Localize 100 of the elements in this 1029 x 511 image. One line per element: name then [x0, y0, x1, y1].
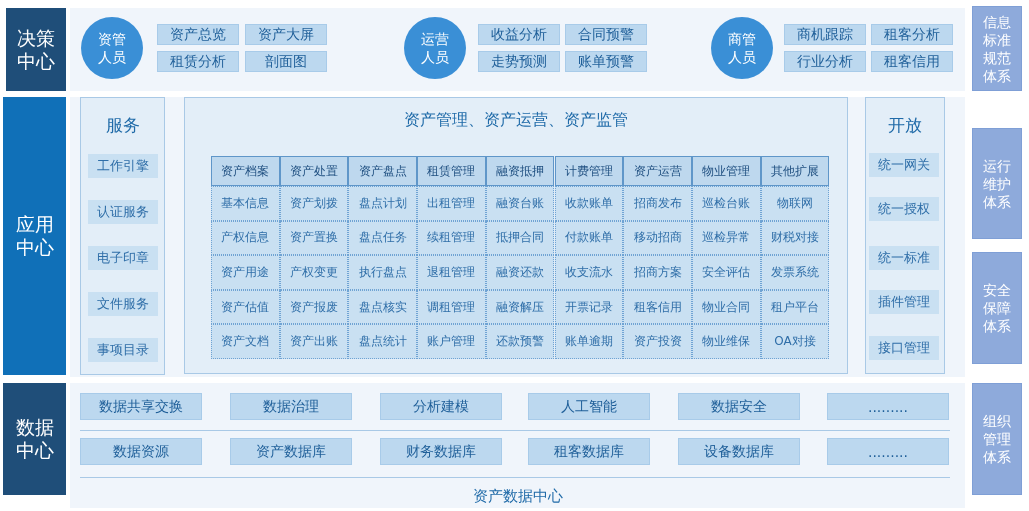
module-item: 融资台账	[485, 186, 555, 221]
data-item: 资产数据库	[230, 438, 352, 465]
function-tag: 资产总览	[157, 24, 239, 45]
module-item: 财税对接	[760, 220, 830, 256]
module-item: 出租管理	[417, 186, 486, 221]
open-item: 统一授权	[869, 197, 939, 221]
center-label: 数据中心	[3, 383, 66, 495]
module-item: 抵押合同	[485, 220, 555, 256]
function-tag: 收益分析	[478, 24, 560, 45]
module-item: 调租管理	[417, 289, 486, 325]
data-item: 数据资源	[80, 438, 202, 465]
column-header: 物业管理	[691, 156, 761, 186]
column-header: 资产盘点	[348, 156, 418, 186]
module-item: 资产出账	[279, 324, 349, 359]
module-item: 续租管理	[417, 220, 486, 256]
module-item: 收支流水	[554, 255, 624, 290]
module-item: 资产划拨	[279, 186, 349, 221]
panel-title: 服务	[104, 114, 141, 137]
module-item: 付款账单	[554, 220, 624, 256]
data-item: 数据共享交换	[80, 393, 202, 420]
panel-title: 资产数据中心	[471, 487, 564, 506]
module-item: 安全评估	[691, 255, 761, 290]
function-tag: 剖面图	[245, 51, 327, 72]
function-tag: 资产大屏	[245, 24, 327, 45]
module-panel	[184, 97, 848, 374]
center-label: 应用中心	[3, 97, 66, 375]
function-tag: 商机跟踪	[784, 24, 866, 45]
data-item: 数据治理	[230, 393, 352, 420]
data-item: .........	[827, 438, 949, 465]
function-tag: 租客分析	[871, 24, 953, 45]
service-item: 工作引擎	[88, 154, 158, 178]
panel-title: 开放	[887, 114, 923, 137]
module-item: 融资还款	[485, 255, 555, 290]
module-item: 物联网	[760, 186, 830, 221]
module-item: 收款账单	[554, 186, 624, 221]
module-item: 资产估值	[211, 289, 280, 325]
module-item: 资产用途	[211, 255, 280, 290]
column-header: 租赁管理	[417, 156, 486, 186]
service-item: 电子印章	[88, 246, 158, 270]
module-item: 退租管理	[417, 255, 486, 290]
module-item: 资产报废	[279, 289, 349, 325]
service-panel	[80, 97, 165, 375]
module-item: 开票记录	[554, 289, 624, 325]
module-item: 移动招商	[623, 220, 692, 256]
module-item: 资产投资	[623, 324, 692, 359]
module-item: 账户管理	[417, 324, 486, 359]
column-header: 其他扩展	[760, 156, 830, 186]
module-item: 租客信用	[623, 289, 692, 325]
column-header: 资产处置	[279, 156, 349, 186]
open-item: 接口管理	[869, 336, 939, 360]
function-tag: 租赁分析	[157, 51, 239, 72]
data-panel	[70, 383, 965, 508]
panel-title: 资产管理、资产运营、资产监管	[403, 110, 629, 131]
column-header: 融资抵押	[485, 156, 555, 186]
function-tag: 走势预测	[478, 51, 560, 72]
module-item: 融资解压	[485, 289, 555, 325]
module-item: 盘点计划	[348, 186, 418, 221]
module-item: 招商方案	[623, 255, 692, 290]
module-item: 招商发布	[623, 186, 692, 221]
module-item: 盘点核实	[348, 289, 418, 325]
system-label: 安全保障体系	[972, 252, 1022, 364]
system-label: 运行维护体系	[972, 128, 1022, 239]
column-header: 资产档案	[211, 156, 280, 186]
system-label: 组织管理体系	[972, 383, 1022, 495]
module-item: 产权信息	[211, 220, 280, 256]
module-item: 巡检台账	[691, 186, 761, 221]
module-item: 资产文档	[211, 324, 280, 359]
column-header: 资产运营	[623, 156, 692, 186]
data-item: 设备数据库	[678, 438, 800, 465]
data-item: 数据安全	[678, 393, 800, 420]
module-item: 物业维保	[691, 324, 761, 359]
function-tag: 合同预警	[565, 24, 647, 45]
open-item: 插件管理	[869, 290, 939, 314]
module-item: 租户平台	[760, 289, 830, 325]
service-item: 事项目录	[88, 338, 158, 362]
data-item: 财务数据库	[380, 438, 502, 465]
module-item: 巡检异常	[691, 220, 761, 256]
module-item: 物业合同	[691, 289, 761, 325]
function-tag: 租客信用	[871, 51, 953, 72]
function-tag: 账单预警	[565, 51, 647, 72]
column-header: 计费管理	[554, 156, 624, 186]
open-item: 统一标准	[869, 246, 939, 270]
module-item: 盘点任务	[348, 220, 418, 256]
module-item: 产权变更	[279, 255, 349, 290]
system-label: 信息标准规范体系	[972, 6, 1022, 91]
module-item: 执行盘点	[348, 255, 418, 290]
data-item: 人工智能	[528, 393, 650, 420]
data-item: 租客数据库	[528, 438, 650, 465]
open-item: 统一网关	[869, 153, 939, 177]
data-item: 分析建模	[380, 393, 502, 420]
module-item: 资产置换	[279, 220, 349, 256]
center-label: 决策中心	[6, 8, 66, 91]
module-item: 账单逾期	[554, 324, 624, 359]
service-item: 认证服务	[88, 200, 158, 224]
module-item: 还款预警	[485, 324, 555, 359]
service-item: 文件服务	[88, 292, 158, 316]
module-item: 盘点统计	[348, 324, 418, 359]
function-tag: 行业分析	[784, 51, 866, 72]
module-item: OA对接	[760, 324, 830, 359]
module-item: 基本信息	[211, 186, 280, 221]
